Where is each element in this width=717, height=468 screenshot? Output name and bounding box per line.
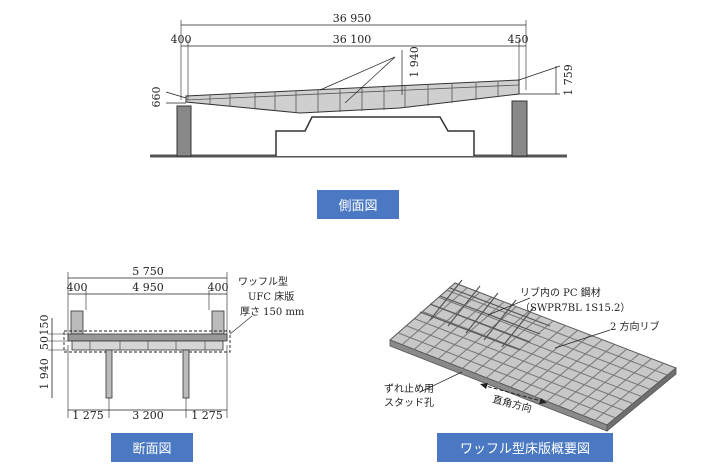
section-view: 5 750 4 950 400 400 1 275 3 200 1 275	[38, 265, 305, 422]
underpass-structure	[275, 116, 475, 156]
girder-stiffeners	[209, 82, 499, 113]
dim-pier-left: 1 275	[72, 409, 104, 422]
waffle-view: リブ内の PC 鋼材 （SWPR7BL 1S15.2） 2 方向リブ ずれ止め用…	[384, 279, 677, 432]
caption-section-view: 断面図	[111, 433, 193, 462]
dim-right-overhang: 450	[508, 33, 529, 46]
dim-edge-left: 400	[67, 281, 88, 294]
right-abutment	[511, 100, 528, 157]
dim-span: 36 100	[333, 33, 372, 46]
ufc-slab-outline	[63, 330, 231, 353]
cross-beam	[71, 340, 224, 351]
caption-side-view: 側面図	[317, 190, 399, 219]
rib-line	[446, 289, 668, 376]
label-stud-line2: スタッド孔	[384, 397, 434, 409]
deck-slab	[67, 333, 228, 342]
label-stud-line1: ずれ止め用	[384, 383, 434, 395]
dim-width-inner: 4 950	[132, 281, 164, 294]
label-pc-line1: リブ内の PC 鋼材	[520, 286, 601, 299]
dim-width-total: 5 750	[132, 265, 164, 278]
note-line2: UFC 床版	[248, 290, 294, 303]
dim-pier-right: 1 275	[191, 409, 223, 422]
label-rib: 2 方向リブ	[610, 320, 660, 333]
rib-line	[438, 296, 659, 383]
dim-left-overhang: 400	[171, 33, 192, 46]
rib-line	[406, 325, 625, 412]
dim-depth-left: 660	[150, 87, 163, 108]
dim-depth-mid: 1 940	[408, 46, 421, 78]
left-pier	[105, 349, 113, 399]
side-view: 36 950 36 100 400 450 1 940 660 1 759	[150, 12, 575, 158]
rib-line	[422, 311, 642, 397]
dim-h150: 150	[38, 315, 51, 336]
dim-h50: 50	[38, 336, 51, 350]
pc-steel-mesh	[419, 279, 551, 351]
dim-height-total: 1 940	[38, 358, 51, 390]
note-line1: ワッフル型	[238, 275, 288, 288]
right-pier	[182, 349, 190, 399]
dim-edge-right: 400	[208, 281, 229, 294]
rib-line	[397, 332, 616, 419]
dim-pier-mid: 3 200	[132, 409, 164, 422]
dim-depth-right: 1 759	[562, 64, 575, 96]
caption-waffle-view: ワッフル型床版概要図	[437, 433, 613, 462]
right-railing	[211, 310, 225, 335]
rib-grid	[397, 287, 668, 421]
label-pc-line2: （SWPR7BL 1S15.2）	[520, 302, 630, 314]
rib-line	[414, 318, 634, 405]
note-line3: 厚さ 150 mm	[240, 306, 305, 318]
left-abutment	[176, 105, 192, 157]
dim-total: 36 950	[333, 12, 372, 25]
